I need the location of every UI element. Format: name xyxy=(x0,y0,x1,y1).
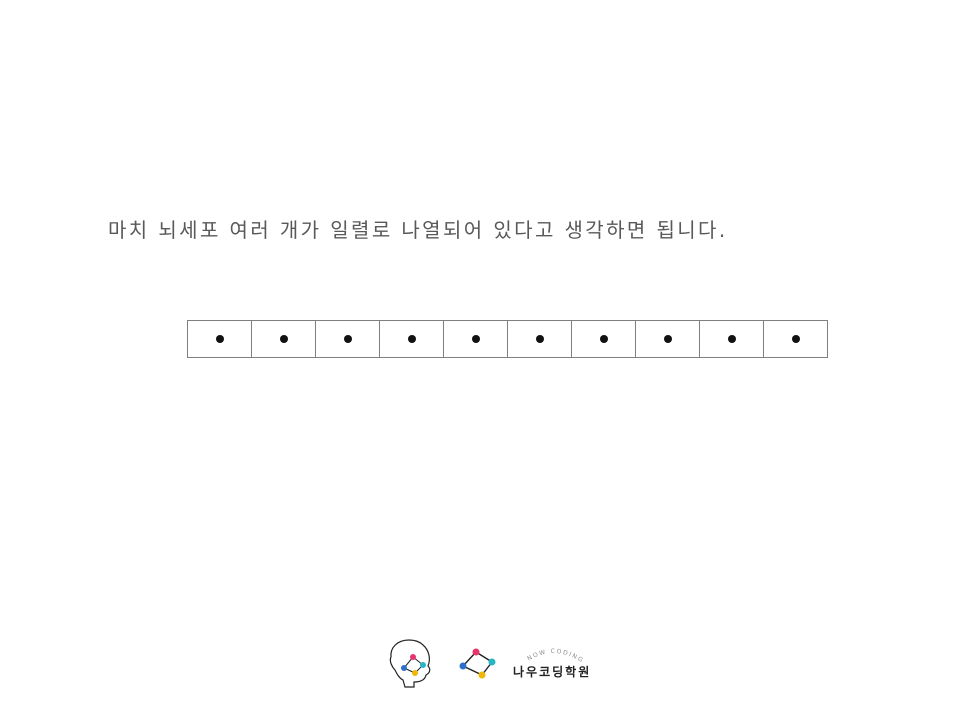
cell xyxy=(188,321,252,357)
cell xyxy=(700,321,764,357)
brain-outline-icon xyxy=(389,639,431,688)
cell xyxy=(508,321,572,357)
cell xyxy=(572,321,636,357)
logo-subtitle: NOW CODING xyxy=(526,648,583,665)
dot-icon xyxy=(407,335,416,343)
logo-name: 나우코딩학원 xyxy=(513,665,592,679)
dot-icon xyxy=(215,335,224,343)
dot-icon xyxy=(599,335,608,343)
dot-icon xyxy=(471,335,480,343)
slide-sentence: 마치 뇌세포 여러 개가 일렬로 나열되어 있다고 생각하면 됩니다. xyxy=(108,218,728,242)
dot-icon xyxy=(343,335,352,343)
cell xyxy=(636,321,700,357)
cell-row xyxy=(187,320,828,358)
dot-icon xyxy=(535,335,544,343)
connected-dots-icon xyxy=(459,648,496,679)
dot-icon xyxy=(279,335,288,343)
cell xyxy=(316,321,380,357)
dot-icon xyxy=(663,335,672,343)
cell xyxy=(444,321,508,357)
cell xyxy=(380,321,444,357)
cell xyxy=(764,321,827,357)
dot-icon xyxy=(791,335,800,343)
dot-icon xyxy=(727,335,736,343)
footer-logo: NOW CODING 나우코딩학원 xyxy=(385,636,605,692)
cell xyxy=(252,321,316,357)
